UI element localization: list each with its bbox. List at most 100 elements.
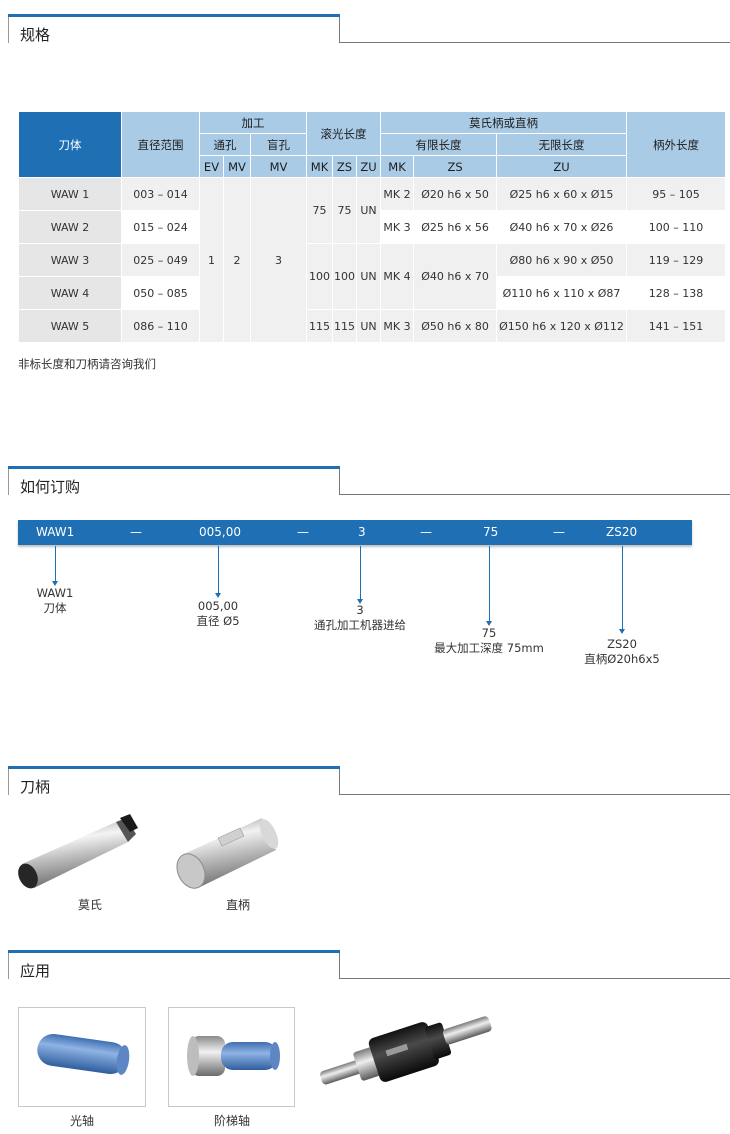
cell-holder-zu: Ø25 h6 x 60 x Ø15 [496, 177, 628, 211]
th-zu: ZU [355, 155, 382, 178]
cell-roll-zs: 115 [332, 309, 357, 343]
order-label-depth: 75 最大加工深度 75mm [434, 626, 544, 655]
caption-straight: 直柄 [225, 898, 250, 912]
cell-ev: 1 [199, 177, 224, 343]
th-holder-mk: MK [380, 155, 415, 178]
th-body: 刀体 [18, 111, 122, 178]
cell-roll-zu: UN [355, 177, 382, 244]
cell-holder-mk: MK 2 [380, 177, 415, 211]
th-outer-length: 柄外长度 [626, 111, 727, 178]
cell-body: WAW 1 [18, 177, 122, 211]
cell-holder-zs: Ø25 h6 x 56 [413, 210, 498, 244]
cell-holder-mk: MK 3 [380, 309, 415, 343]
order-separator: — [130, 525, 142, 539]
arrow-down-icon [619, 546, 625, 634]
th-diameter: 直径范围 [121, 111, 200, 178]
section-title-order: 如何订购 [20, 478, 81, 496]
table-row: WAW 5 086 – 110 115 115 UN MK 3 Ø50 h6 x… [18, 309, 727, 343]
cell-body: WAW 4 [18, 276, 122, 310]
caption-stepped-shaft: 阶梯轴 [213, 1114, 250, 1128]
cell-roll-zs: 75 [332, 177, 357, 244]
cell-diameter: 003 – 014 [121, 177, 200, 211]
order-code-diameter: 005,00 [199, 525, 241, 539]
cell-body: WAW 5 [18, 309, 122, 343]
header-accent-bar [8, 14, 340, 17]
arrow-down-icon [215, 546, 221, 598]
th-zs: ZS [332, 155, 357, 178]
table-row: WAW 3 025 – 049 100 100 UN MK 4 Ø40 h6 x… [18, 243, 727, 310]
order-code-bar: WAW1 — 005,00 — 3 — 75 — ZS20 [18, 520, 692, 545]
cell-holder-mk: MK 3 [380, 210, 415, 244]
order-label-machining: 3 通孔加工机器进给 [314, 603, 406, 632]
table-row: WAW 4 050 – 085 Ø110 h6 x 110 x Ø87 128 … [18, 276, 727, 310]
th-mv-blind: MV [250, 155, 307, 178]
cell-roll-zu: UN [355, 309, 382, 343]
cell-diameter: 050 – 085 [121, 276, 200, 310]
arrow-down-icon [357, 546, 363, 604]
cell-outer: 128 – 138 [626, 276, 727, 310]
order-label-diameter: 005,00 直径 Ø5 [196, 599, 240, 628]
th-roll-length: 滚光长度 [305, 111, 382, 156]
caption-morse: 莫氏 [77, 898, 102, 912]
cell-roll-zu: UN [355, 243, 382, 310]
arrow-down-icon [52, 546, 58, 586]
cell-holder-zu: Ø110 h6 x 110 x Ø87 [496, 276, 628, 310]
cell-outer: 119 – 129 [626, 243, 727, 277]
table-row: WAW 2 015 – 024 MK 3 Ø25 h6 x 56 Ø40 h6 … [18, 210, 727, 244]
caption-smooth-shaft: 光轴 [69, 1114, 94, 1128]
th-mv: MV [223, 155, 251, 178]
cell-holder-zs: Ø20 h6 x 50 [413, 177, 498, 211]
order-separator: — [553, 525, 565, 539]
th-morse-or-straight: 莫氏柄或直柄 [380, 111, 628, 134]
th-ev: EV [199, 155, 224, 178]
spec-table: 刀体 直径范围 加工 滚光长度 莫氏柄或直柄 柄外长度 通孔 盲孔 有限长度 无… [18, 111, 727, 343]
cell-holder-mk: MK 4 [380, 243, 415, 310]
smooth-shaft-image [37, 1033, 130, 1075]
order-code-body: WAW1 [36, 525, 75, 539]
cell-holder-zu: Ø40 h6 x 70 x Ø26 [496, 210, 628, 244]
cell-diameter: 086 – 110 [121, 309, 200, 343]
order-code-holder: ZS20 [606, 525, 638, 539]
section-header-holder: 刀柄 [8, 766, 730, 806]
order-separator: — [297, 525, 309, 539]
cell-outer: 141 – 151 [626, 309, 727, 343]
order-code-machining: 3 [358, 525, 366, 539]
cell-body: WAW 3 [18, 243, 122, 277]
section-title-spec: 规格 [20, 26, 51, 44]
arrow-down-icon [486, 546, 492, 626]
table-row: WAW 1 003 – 014 1 2 3 75 75 UN MK 2 Ø20 … [18, 177, 727, 343]
section-title-holder: 刀柄 [20, 778, 51, 796]
cell-body: WAW 2 [18, 210, 122, 244]
th-limited: 有限长度 [380, 133, 498, 156]
section-header-application: 应用 [8, 950, 730, 990]
app-box-stepped-shaft [168, 1007, 295, 1107]
roller-tool-image [319, 1016, 492, 1085]
th-holder-zu: ZU [496, 155, 628, 178]
th-blind: 盲孔 [250, 133, 307, 156]
cell-diameter: 025 – 049 [121, 243, 200, 277]
th-machining: 加工 [199, 111, 307, 134]
cell-outer: 95 – 105 [626, 177, 727, 211]
cell-holder-zs: Ø40 h6 x 70 [413, 243, 498, 310]
section-header-spec: 规格 [8, 14, 730, 54]
order-separator: — [420, 525, 432, 539]
section-header-order: 如何订购 [8, 466, 730, 506]
cell-holder-zu: Ø80 h6 x 90 x Ø50 [496, 243, 628, 277]
cell-blind-mv: 3 [250, 177, 307, 343]
cell-roll-zs: 100 [332, 243, 357, 310]
cell-diameter: 015 – 024 [121, 210, 200, 244]
order-label-holder: ZS20 直柄Ø20h6x5 [584, 637, 660, 666]
app-box-smooth-shaft [18, 1007, 146, 1107]
order-code-depth: 75 [483, 525, 499, 539]
cell-holder-zu: Ø150 h6 x 120 x Ø112 [496, 309, 628, 343]
section-title-application: 应用 [20, 962, 51, 980]
th-holder-zs: ZS [413, 155, 498, 178]
morse-taper-image [18, 814, 138, 889]
th-through: 通孔 [199, 133, 251, 156]
cell-roll-mk: 100 [306, 243, 333, 310]
th-unlimited: 无限长度 [496, 133, 628, 156]
cell-mv: 2 [223, 177, 251, 343]
cell-outer: 100 – 110 [626, 210, 727, 244]
th-mk: MK [306, 155, 333, 178]
cell-roll-mk: 115 [306, 309, 333, 343]
